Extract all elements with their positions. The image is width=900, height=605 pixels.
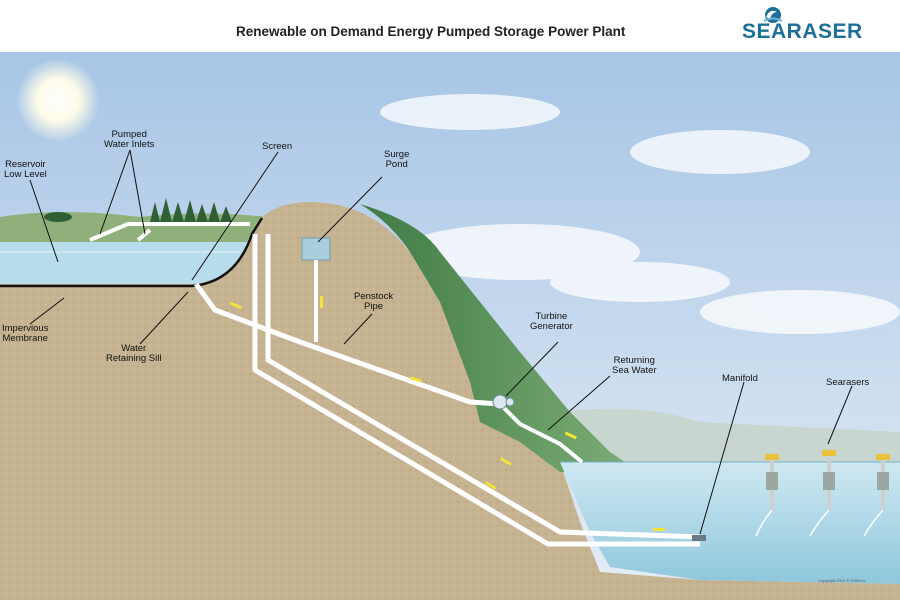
turbine: [492, 394, 508, 410]
return-pipe: [498, 402, 584, 464]
surge-shaft: [314, 260, 318, 342]
flow-arrows: [229, 296, 665, 531]
sun: [16, 58, 100, 142]
penstock-pipes: [193, 234, 701, 547]
label-turbine-generator: Turbine Generator: [530, 311, 573, 332]
reservoir-water: [0, 242, 248, 284]
label-screen: Screen: [262, 141, 293, 152]
label-impervious-membrane: Impervious Membrane: [2, 323, 49, 344]
manifold: [692, 535, 706, 541]
logo-text: SEARASER: [742, 20, 863, 43]
searaser-units: [755, 450, 890, 537]
diagram: Reservoir Low Level Pumped Water Inlets …: [0, 52, 900, 600]
header: Renewable on Demand Energy Pumped Storag…: [0, 0, 900, 52]
diagram-canvas: [0, 52, 900, 600]
label-surge-pond: Surge Pond: [384, 149, 410, 170]
inlet-pipes: [89, 222, 250, 242]
ground: [0, 202, 900, 600]
label-water-retaining-sill: Water Retaining Sill: [106, 343, 162, 364]
label-penstock-pipe: Penstock Pipe: [354, 291, 394, 312]
wave-logo-icon: [763, 7, 783, 23]
label-searasers: Searasers: [826, 377, 870, 388]
green-slope: [360, 204, 640, 472]
trees: [44, 198, 232, 222]
page-title: Renewable on Demand Energy Pumped Storag…: [236, 24, 626, 39]
label-manifold: Manifold: [722, 373, 758, 384]
clouds: [380, 94, 900, 334]
label-pumped-water-inlets: Pumped Water Inlets: [104, 129, 155, 150]
label-returning-sea-water: Returning Sea Water: [612, 355, 657, 376]
copyright-text: Copyright 2010 © 2009 Inc: [818, 578, 866, 583]
surge-pond: [301, 237, 331, 261]
searaser-logo: SEARASER: [742, 4, 872, 48]
leader-lines: [29, 149, 853, 535]
label-reservoir-low-level: Reservoir Low Level: [4, 159, 47, 180]
distant-hills: [560, 408, 900, 472]
sea: [560, 462, 900, 584]
